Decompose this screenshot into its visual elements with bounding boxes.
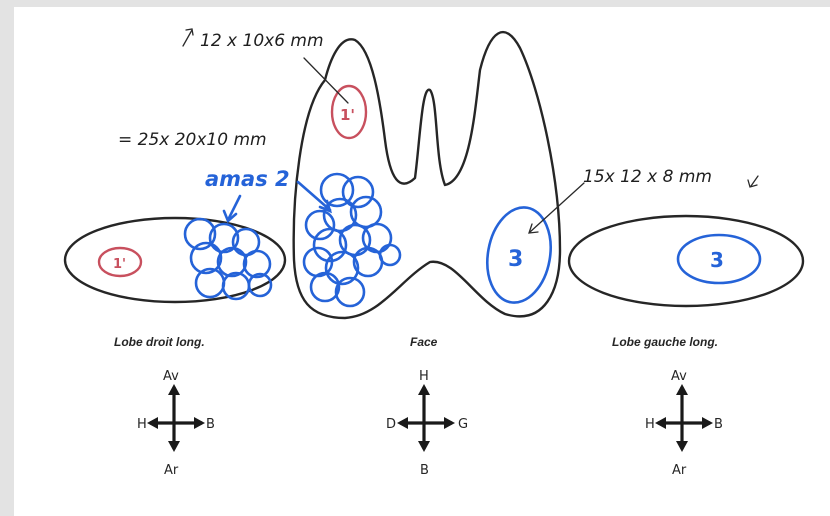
left-lobe-outline <box>567 214 805 308</box>
svg-text:Ar: Ar <box>672 463 687 478</box>
annotation-amas-size: = 25x 20x10 mm <box>118 130 267 150</box>
svg-text:3: 3 <box>508 247 523 272</box>
svg-text:Ar: Ar <box>164 463 179 478</box>
svg-text:H: H <box>137 417 147 432</box>
paper-sheet <box>14 7 830 516</box>
compass-face: H B D G <box>386 369 468 478</box>
annotation-top-nodule: 12 x 10x6 mm <box>182 28 349 104</box>
nodule-3-face: 3 <box>486 206 552 304</box>
annotation-amas-label: amas 2 <box>205 167 333 224</box>
label-right-lobe: Lobe droit long. <box>114 335 205 349</box>
svg-text:Av: Av <box>163 369 179 384</box>
svg-text:15x 12 x 8 mm: 15x 12 x 8 mm <box>583 167 712 187</box>
svg-text:D: D <box>386 417 396 432</box>
compass-left-lobe: Av Ar H B <box>645 369 723 478</box>
svg-text:1': 1' <box>113 257 126 272</box>
svg-text:amas 2: amas 2 <box>205 167 290 191</box>
thyroid-face-outline <box>292 30 562 320</box>
right-lobe-outline <box>63 216 287 304</box>
compass-right-lobe: Av Ar H B <box>137 369 215 478</box>
amas-2-right-lobe-cluster <box>183 217 273 301</box>
svg-text:3: 3 <box>710 248 724 272</box>
svg-text:12 x 10x6 mm: 12 x 10x6 mm <box>200 31 324 51</box>
svg-text:G: G <box>458 417 468 432</box>
nodule-1-face: 1' <box>330 84 368 140</box>
nodule-1-right-lobe: 1' <box>97 246 143 278</box>
label-face: Face <box>410 335 438 349</box>
svg-text:Av: Av <box>671 369 687 384</box>
svg-text:1': 1' <box>340 106 355 124</box>
svg-text:B: B <box>206 417 215 432</box>
svg-text:B: B <box>714 417 723 432</box>
label-left-lobe: Lobe gauche long. <box>612 335 718 349</box>
svg-text:H: H <box>419 369 429 384</box>
nodule-3-left-lobe: 3 <box>676 233 762 285</box>
annotation-right-nodule: 15x 12 x 8 mm <box>528 167 759 234</box>
svg-text:B: B <box>420 463 429 478</box>
amas-2-face-cluster <box>302 172 402 308</box>
svg-text:H: H <box>645 417 655 432</box>
